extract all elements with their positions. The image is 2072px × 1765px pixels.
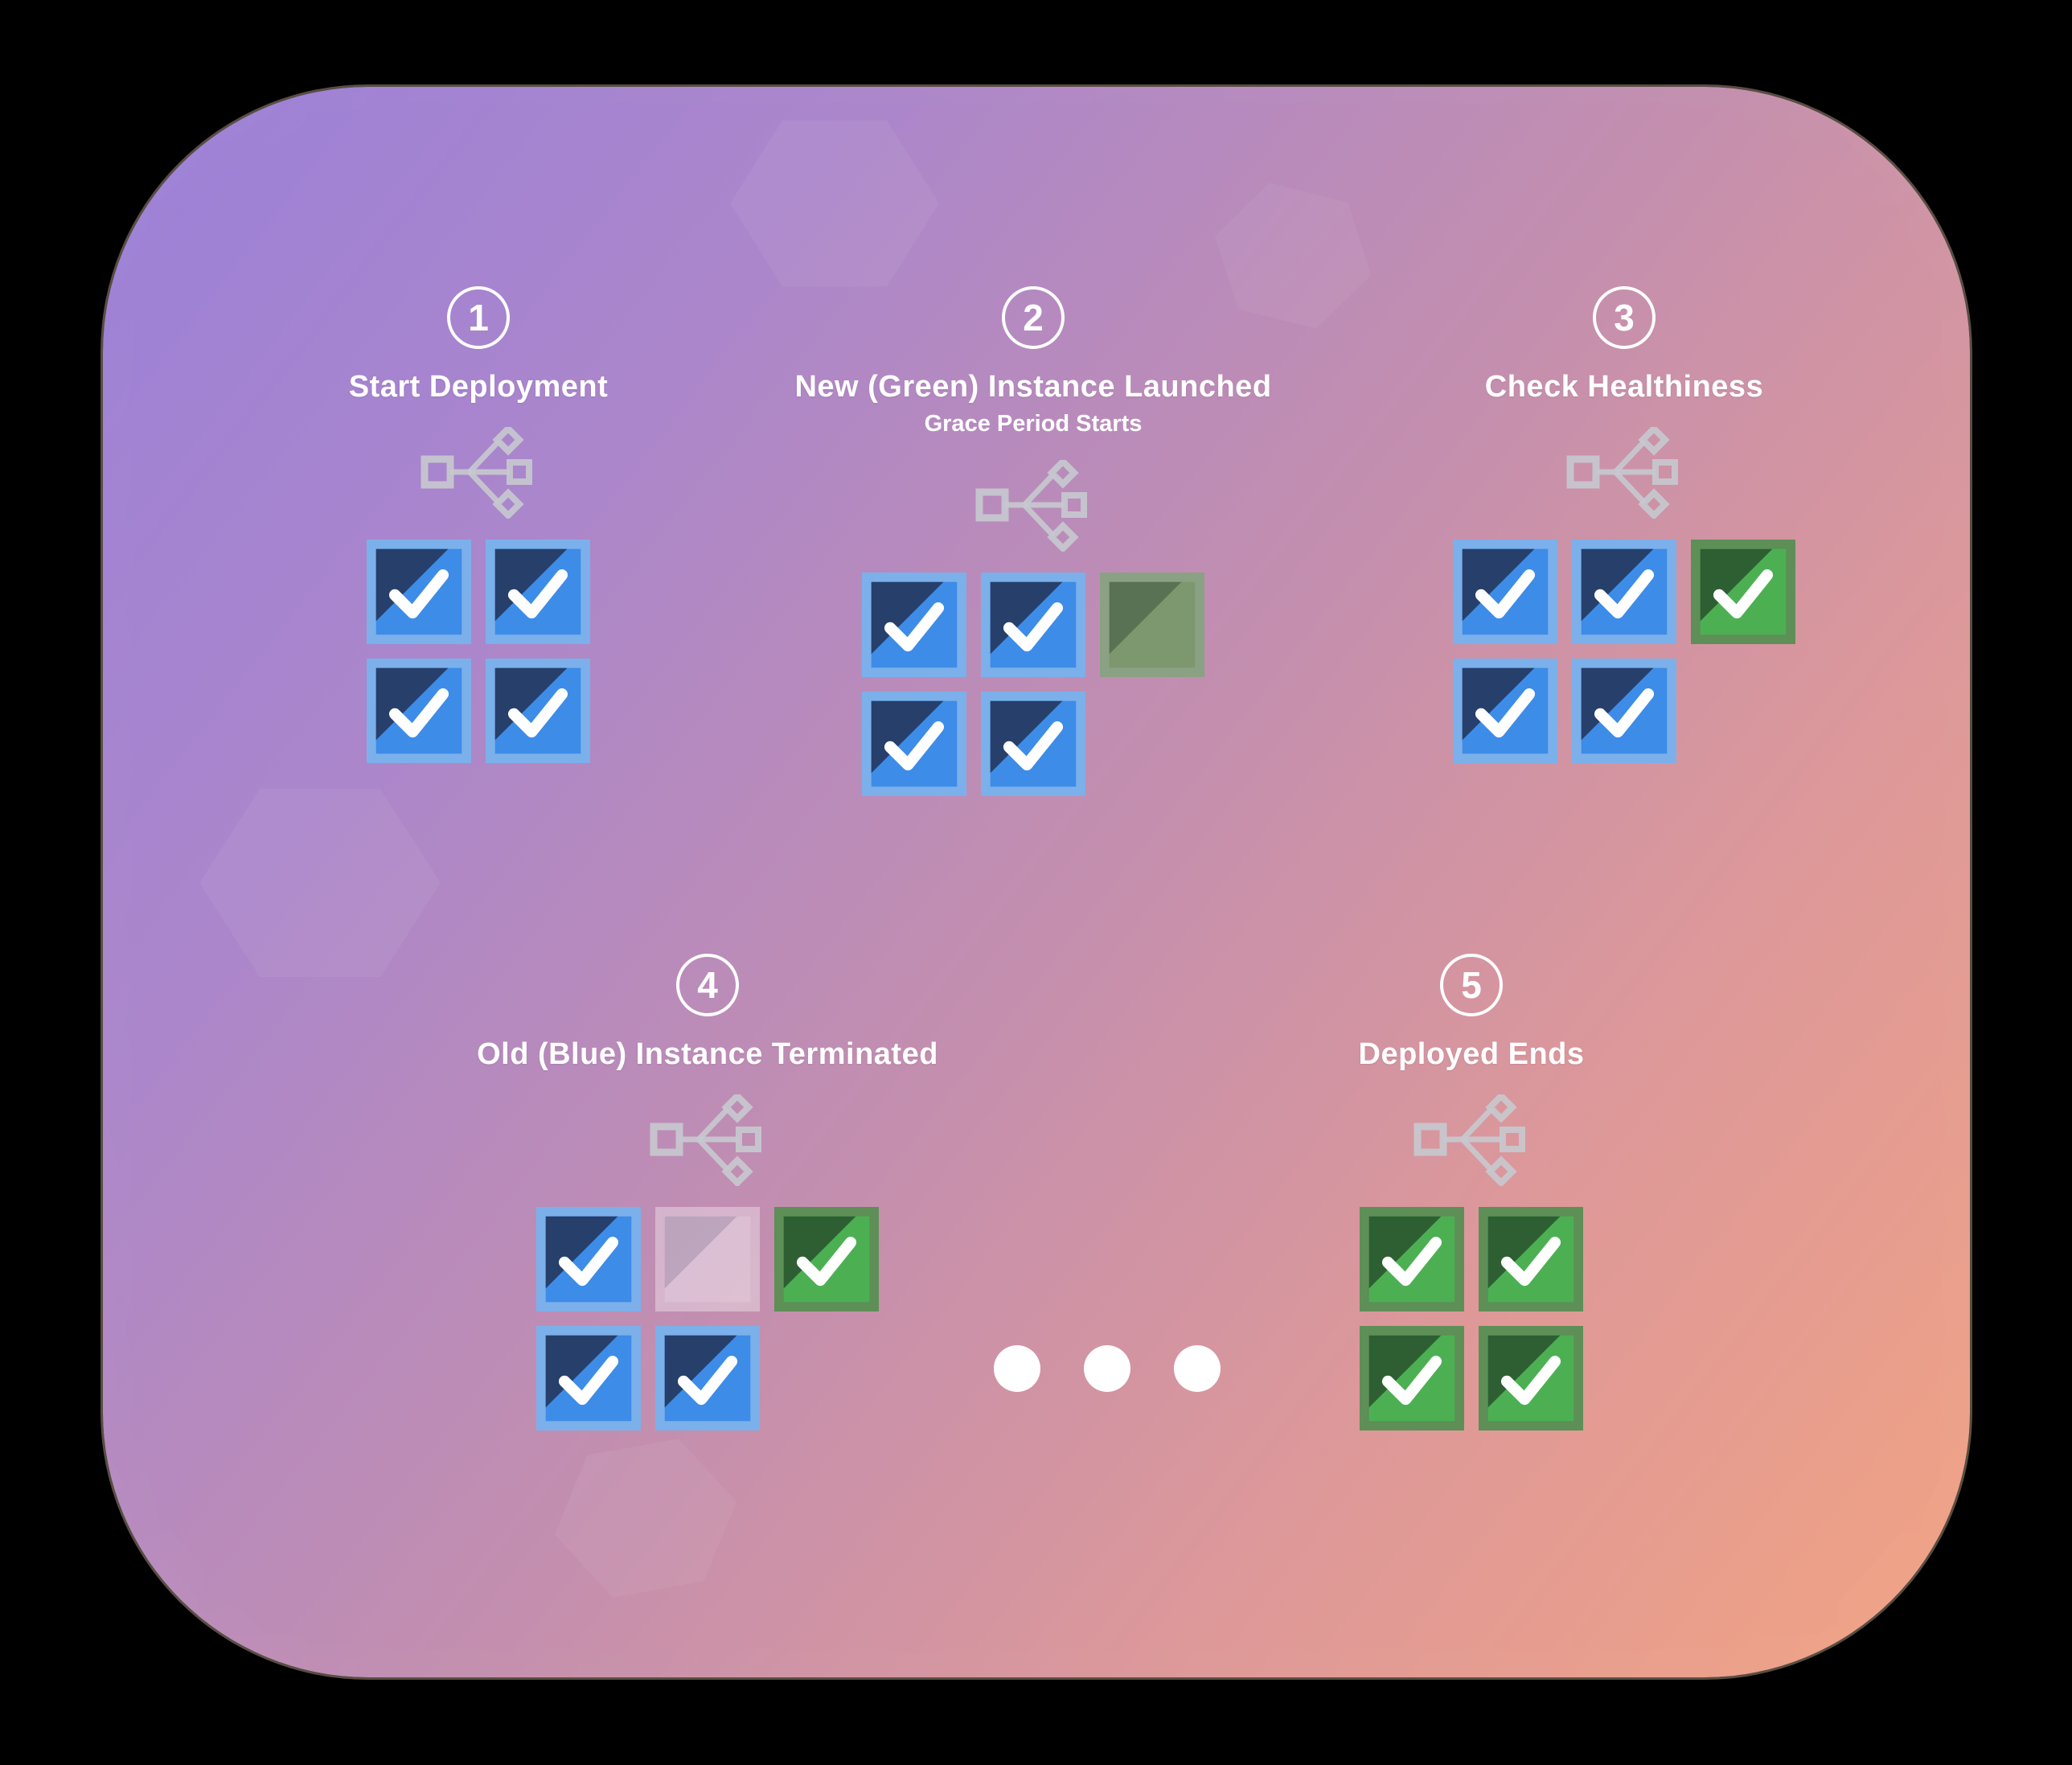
instance-box-blue-check — [367, 540, 471, 644]
instance-box-green-check — [1360, 1207, 1464, 1311]
instance-box-blue-check — [981, 692, 1085, 796]
step-green-instance-launched: 2 New (Green) Instance Launched Grace Pe… — [712, 286, 1355, 796]
instance-box-blue-check — [862, 573, 966, 677]
instance-row — [536, 1326, 760, 1430]
hexagon-decoration — [199, 789, 441, 977]
step-deployed-ends: 5 Deployed Ends — [1190, 954, 1753, 1430]
instance-row — [862, 692, 1085, 796]
instance-box-blue-check — [486, 540, 590, 644]
instance-row — [536, 1207, 879, 1311]
instance-box-faded — [655, 1207, 760, 1311]
instance-row — [1360, 1207, 1583, 1311]
instance-grid — [536, 1207, 879, 1430]
step-number-badge: 4 — [676, 954, 739, 1016]
load-balancer-icon — [421, 427, 532, 519]
step-number-text: 1 — [468, 297, 489, 339]
instance-grid — [1453, 540, 1795, 763]
instance-box-blue-check — [536, 1326, 641, 1430]
instance-row — [1360, 1326, 1583, 1430]
instance-box-blue-check — [486, 659, 590, 763]
step-title: Start Deployment — [348, 370, 609, 404]
load-balancer-icon — [975, 460, 1087, 552]
hexagon-decoration — [540, 1423, 750, 1614]
instance-box-blue-check — [1453, 540, 1557, 644]
step-title: Deployed Ends — [1358, 1037, 1585, 1071]
instance-box-blue-check — [1572, 540, 1676, 644]
instance-box-green-check — [1691, 540, 1795, 644]
step-number-text: 3 — [1614, 297, 1635, 339]
instance-box-blue-check — [367, 659, 471, 763]
ellipsis-dot — [1084, 1345, 1130, 1392]
instance-box-blue-check — [655, 1326, 760, 1430]
instance-box-green-check — [1360, 1326, 1464, 1430]
step-number-badge: 2 — [1002, 286, 1065, 349]
step-number-text: 2 — [1023, 297, 1044, 339]
hexagon-decoration — [730, 120, 939, 287]
instance-box-green-check — [1479, 1326, 1583, 1430]
instance-grid — [862, 573, 1204, 796]
instance-row — [1453, 540, 1795, 644]
step-blue-instance-terminated: 4 Old (Blue) Instance Terminated — [386, 954, 1029, 1430]
instance-box-blue-check — [1453, 659, 1557, 763]
instance-row — [862, 573, 1204, 677]
step-number-badge: 1 — [447, 286, 510, 349]
instance-box-blue-check — [981, 573, 1085, 677]
ellipsis-dot — [1174, 1345, 1221, 1392]
ellipsis-dot — [994, 1345, 1040, 1392]
step-title: Old (Blue) Instance Terminated — [477, 1037, 938, 1071]
step-number-text: 4 — [697, 964, 718, 1006]
step-title: New (Green) Instance Launched — [794, 370, 1272, 404]
instance-row — [367, 659, 590, 763]
instance-row — [1453, 659, 1676, 763]
instance-box-blue-check — [536, 1207, 641, 1311]
step-title: Check Healthiness — [1484, 370, 1764, 404]
step-check-healthiness: 3 Check Healthiness — [1343, 286, 1906, 763]
instance-box-green-check — [774, 1207, 879, 1311]
instance-grid — [1360, 1207, 1583, 1430]
instance-grid — [367, 540, 590, 763]
step-start-deployment: 1 Start Deployment — [197, 286, 760, 763]
step-number-text: 5 — [1461, 964, 1482, 1006]
load-balancer-icon — [650, 1094, 761, 1186]
load-balancer-icon — [1413, 1094, 1525, 1186]
step-number-badge: 3 — [1593, 286, 1656, 349]
instance-box-blue-check — [1572, 659, 1676, 763]
ellipsis — [994, 1345, 1221, 1392]
deployment-diagram-panel: 1 Start Deployment 2 New (Green) Instanc… — [103, 87, 1970, 1677]
instance-row — [367, 540, 590, 644]
instance-box-green-empty — [1100, 573, 1204, 677]
step-subtitle: Grace Period Starts — [924, 411, 1143, 437]
load-balancer-icon — [1566, 427, 1678, 519]
instance-box-blue-check — [862, 692, 966, 796]
step-number-badge: 5 — [1440, 954, 1503, 1016]
instance-box-green-check — [1479, 1207, 1583, 1311]
